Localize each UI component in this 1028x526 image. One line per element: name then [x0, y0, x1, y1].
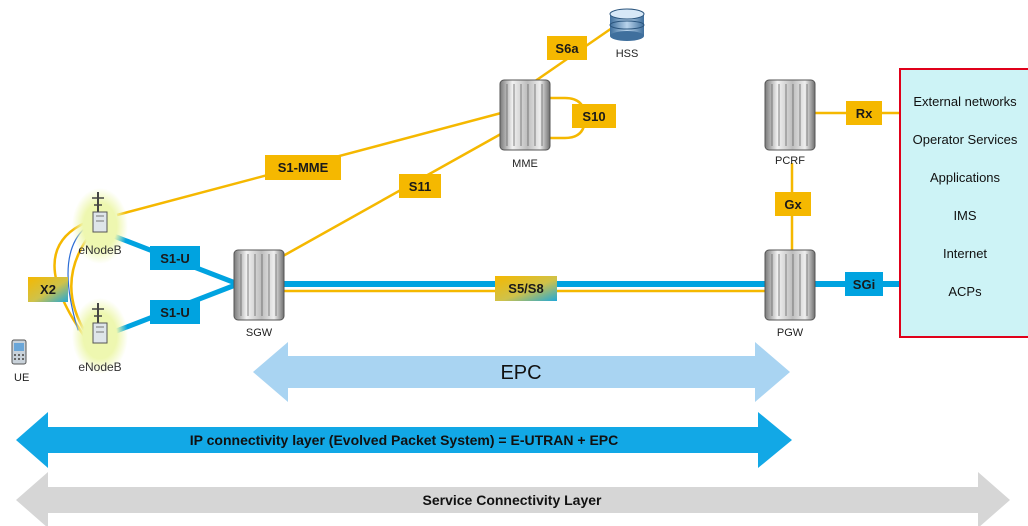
enodeb-bottom-node: eNodeB	[72, 298, 128, 374]
external-item-acps: ACPs	[948, 284, 982, 299]
sgw-label: SGW	[246, 327, 273, 339]
svg-text:X2: X2	[40, 282, 56, 297]
svg-text:S5/S8: S5/S8	[508, 281, 543, 296]
sgw-node: SGW	[233, 249, 285, 339]
server-icon	[764, 249, 816, 321]
label-s10: S10	[572, 104, 616, 128]
external-networks-box: External networks Operator Services Appl…	[899, 68, 1028, 338]
server-icon	[499, 79, 551, 151]
external-item-external-networks: External networks	[913, 94, 1017, 109]
svg-text:Rx: Rx	[856, 106, 873, 121]
label-sgi: SGi	[845, 272, 883, 296]
external-item-ims: IMS	[953, 208, 977, 223]
ue-node: UE	[11, 339, 29, 384]
hss-node: HSS	[609, 8, 645, 60]
server-icon	[764, 79, 816, 151]
svg-text:S1-MME: S1-MME	[278, 160, 329, 175]
antenna-tower-icon	[92, 192, 108, 233]
ip-layer-label: IP connectivity layer (Evolved Packet Sy…	[190, 432, 618, 448]
svg-text:S1-U: S1-U	[160, 305, 190, 320]
pcrf-node: PCRF	[764, 79, 816, 167]
pgw-node: PGW	[764, 249, 816, 339]
label-s1u-top: S1-U	[150, 246, 200, 270]
server-icon	[233, 249, 285, 321]
ue-label: UE	[14, 372, 29, 384]
s11-link	[282, 128, 509, 258]
enodeb-bottom-label: eNodeB	[78, 360, 121, 374]
label-s6a: S6a	[547, 36, 587, 60]
service-layer-label: Service Connectivity Layer	[423, 492, 603, 508]
svg-text:S6a: S6a	[555, 41, 579, 56]
external-item-internet: Internet	[942, 246, 988, 261]
enodeb-top-label: eNodeB	[78, 243, 121, 257]
label-gx: Gx	[775, 192, 811, 216]
enodeb-top-node: eNodeB	[72, 188, 128, 264]
svg-text:Gx: Gx	[784, 197, 802, 212]
epc-arrow-label: EPC	[500, 362, 541, 384]
ip-layer-arrow	[16, 412, 792, 468]
label-rx: Rx	[846, 101, 882, 125]
svg-text:SGi: SGi	[853, 277, 875, 292]
service-layer-arrow	[16, 472, 1010, 526]
phone-icon	[11, 339, 27, 365]
pgw-label: PGW	[777, 327, 804, 339]
external-item-applications: Applications	[929, 170, 1001, 185]
label-s1-mme: S1-MME	[265, 155, 341, 180]
label-s11: S11	[399, 174, 441, 198]
antenna-tower-icon	[92, 303, 108, 344]
label-s5s8: S5/S8	[495, 276, 557, 301]
svg-text:S11: S11	[409, 179, 431, 194]
epc-span-arrow	[253, 342, 790, 402]
label-x2: X2	[28, 277, 68, 302]
label-s1u-bottom: S1-U	[150, 300, 200, 324]
svg-text:S1-U: S1-U	[160, 251, 190, 266]
mme-node: MME	[499, 79, 551, 170]
svg-text:S10: S10	[582, 109, 605, 124]
pcrf-label: PCRF	[775, 155, 805, 167]
external-item-operator-services: Operator Services	[912, 132, 1018, 147]
mme-label: MME	[512, 158, 538, 170]
database-icon	[609, 8, 645, 41]
hss-label: HSS	[616, 48, 639, 60]
